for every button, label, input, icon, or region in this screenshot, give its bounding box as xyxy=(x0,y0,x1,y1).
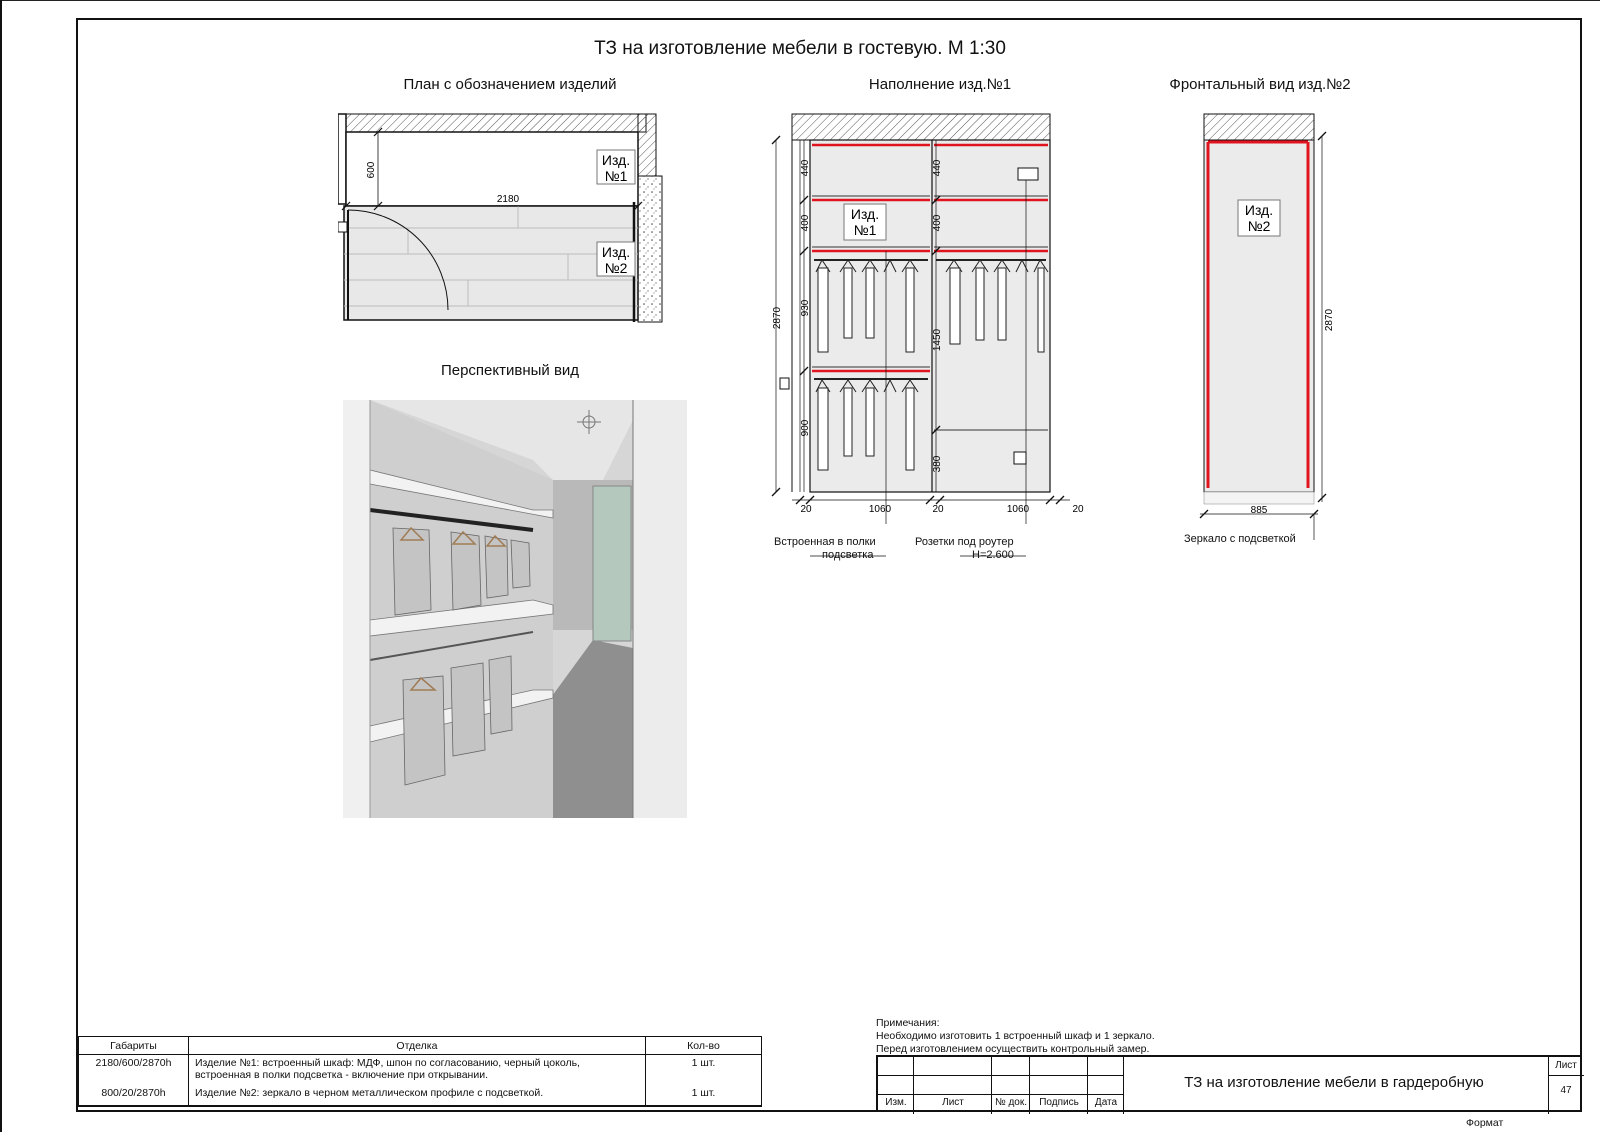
spec-header-dims: Габариты xyxy=(78,1036,189,1055)
plan-dim-width: 2180 xyxy=(497,194,520,205)
front-dim-width: 885 xyxy=(1251,505,1268,516)
filling-dim-right-2: 400 xyxy=(932,214,943,231)
title-block: Изм. Лист № док. Подпись Дата Лист 47 xyxy=(876,1055,1584,1114)
callout-sockets-line1: Розетки под роутер xyxy=(915,536,1014,548)
sheet-title: ТЗ на изготовление мебели в гостевую. М … xyxy=(594,38,1006,59)
spec-row2-dims: 800/20/2870h xyxy=(78,1085,189,1107)
stamp-header-doc: № док. xyxy=(994,1097,1028,1108)
plan-door-swing xyxy=(347,209,449,311)
mirror-panel xyxy=(592,485,632,642)
filling-dim-right-4: 380 xyxy=(932,455,943,472)
filling-item-label-line2: №1 xyxy=(854,222,877,238)
filling-dim-bottom-1: 20 xyxy=(800,504,812,515)
front-drawing: Изд. №2 2870 885 xyxy=(1199,113,1335,540)
filling-dim-left-3: 930 xyxy=(800,299,811,316)
callout-sockets-line2: H=2.600 xyxy=(972,549,1014,561)
plan-drawing: 2180 600 Изд. №1 Изд. №2 xyxy=(338,113,663,323)
plan-right-wall xyxy=(637,113,657,177)
stamp-header-signature: Подпись xyxy=(1039,1097,1079,1108)
filling-drawing: Изд. №1 440 400 930 900 440 400 1450 380… xyxy=(771,113,1084,524)
table-row: 2180/600/2870h Изделие №1: встроенный шк… xyxy=(78,1054,763,1085)
spec-row1-dims: 2180/600/2870h xyxy=(78,1054,189,1085)
table-row: 800/20/2870h Изделие №2: зеркало в черно… xyxy=(78,1085,763,1107)
router-socket-icon xyxy=(1017,167,1039,181)
plan-top-wall xyxy=(345,113,647,133)
perspective-title: Перспективный вид xyxy=(440,362,580,379)
filling-title: Наполнение изд.№1 xyxy=(868,76,1012,93)
plan-item1-label-line2: №1 xyxy=(605,168,628,184)
filling-item-label-line1: Изд. xyxy=(851,206,879,222)
mirror-front xyxy=(1203,139,1315,493)
drawing-frame xyxy=(76,18,1582,1112)
spec-table: Габариты Отделка Кол-во 2180/600/2870h И… xyxy=(78,1036,763,1107)
callout-lighting-line2: подсветка xyxy=(822,549,874,561)
filling-dim-right-1: 440 xyxy=(932,159,943,176)
front-title: Фронтальный вид изд.№2 xyxy=(1169,76,1351,93)
filling-dim-bottom-2: 1060 xyxy=(869,504,892,515)
callout-mirror: Зеркало с подсветкой xyxy=(1184,533,1296,545)
perspective-render xyxy=(343,400,687,818)
notes-line-1: Необходимо изготовить 1 встроенный шкаф … xyxy=(876,1030,1155,1042)
filling-dim-bottom-5: 20 xyxy=(1072,504,1084,515)
filling-dim-bottom-3: 20 xyxy=(932,504,944,515)
sheet-left-edge xyxy=(0,0,2,1132)
wall-switch-icon xyxy=(779,377,790,390)
plan-item1-outline xyxy=(345,131,639,207)
spec-header-finish: Отделка xyxy=(187,1036,646,1055)
filling-callout-leaders xyxy=(810,555,1026,557)
plan-title: План с обозначением изделий xyxy=(403,76,617,93)
plan-item2-label-line2: №2 xyxy=(605,260,628,276)
plan-item1-label-line1: Изд. xyxy=(602,152,630,168)
front-item-label-line2: №2 xyxy=(1248,218,1271,234)
stamp-title: ТЗ на изготовление мебели в гардеробную xyxy=(1184,1074,1484,1091)
filling-dim-bottom-4: 1060 xyxy=(1007,504,1030,515)
filling-dim-left-2: 400 xyxy=(800,214,811,231)
front-dim-height: 2870 xyxy=(1324,308,1335,331)
filling-dim-total-height: 2870 xyxy=(772,306,783,329)
plan-item2-label-line1: Изд. xyxy=(602,244,630,260)
filling-dim-left-1: 440 xyxy=(800,159,811,176)
filling-dim-left-4: 900 xyxy=(800,419,811,436)
plan-left-wall xyxy=(338,113,347,205)
filling-dim-right-3: 1450 xyxy=(932,328,943,351)
lower-socket-icon xyxy=(1013,451,1027,465)
plan-dim-depth: 600 xyxy=(366,161,377,178)
notes-line-2: Перед изготовлением осуществить контроль… xyxy=(876,1043,1150,1055)
spec-header-qty: Кол-во xyxy=(644,1036,763,1055)
door-handle-icon xyxy=(338,221,348,233)
format-label: Формат xyxy=(1466,1117,1504,1129)
plan-right-column xyxy=(637,175,663,323)
stamp-header-change: Изм. xyxy=(885,1097,907,1108)
spec-row2-finish: Изделие №2: зеркало в черном металлическ… xyxy=(187,1085,646,1107)
notes-heading: Примечания: xyxy=(876,1017,940,1029)
stamp-sheet-number: 47 xyxy=(1560,1085,1572,1096)
ceiling-lamp-icon xyxy=(577,410,601,434)
stamp-header-date: Дата xyxy=(1094,1097,1118,1108)
front-item-label-line1: Изд. xyxy=(1245,202,1273,218)
spec-row1-finish: Изделие №1: встроенный шкаф: МДФ, шпон п… xyxy=(187,1054,646,1085)
stamp-sheet-label: Лист xyxy=(1555,1060,1577,1071)
callout-lighting-line1: Встроенная в полки xyxy=(774,536,876,548)
plan-floor xyxy=(343,205,639,321)
sheet-top-edge xyxy=(0,0,1600,1)
spec-row2-qty: 1 шт. xyxy=(644,1085,763,1107)
spec-row1-qty: 1 шт. xyxy=(644,1054,763,1085)
stamp-header-sheet: Лист xyxy=(942,1097,964,1108)
